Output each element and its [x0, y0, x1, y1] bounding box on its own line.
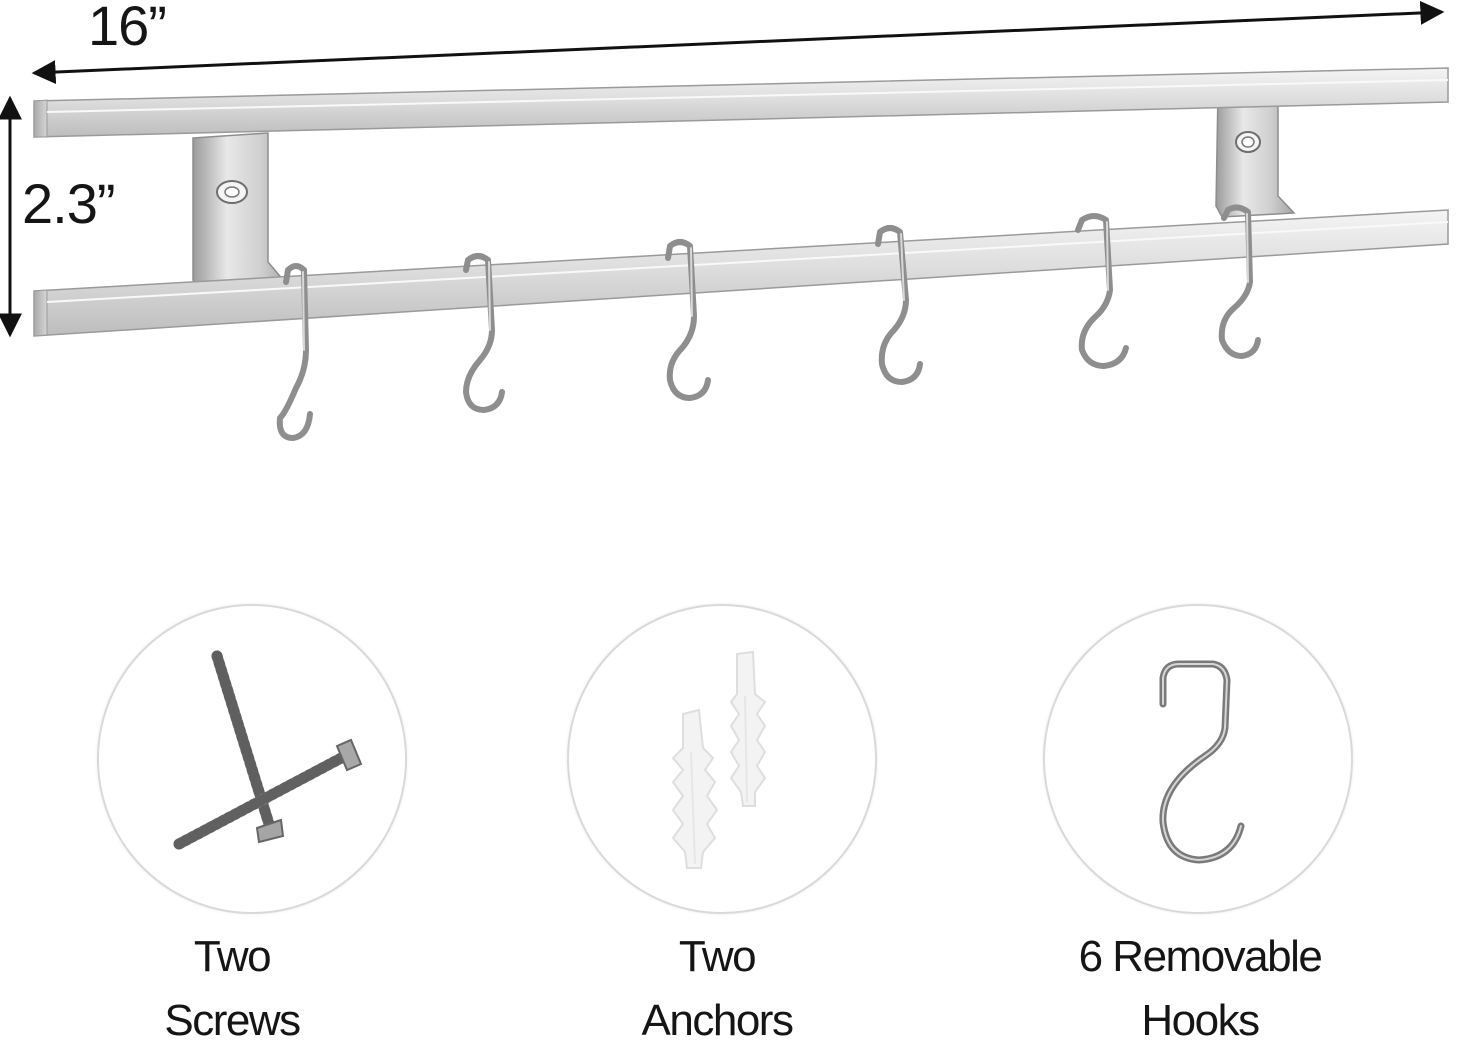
accessory-circle [567, 604, 877, 914]
anchors-icon [671, 650, 767, 869]
left-wall-bracket [192, 132, 292, 293]
caption-hooks: 6 Removable Hooks [990, 925, 1410, 1053]
caption-anchors: Two Anchors [507, 925, 927, 1053]
hook-1 [276, 263, 313, 441]
hook-5 [1075, 213, 1129, 369]
caption-line-1: Two [678, 932, 757, 981]
hook-4 [875, 225, 923, 385]
hook-2 [463, 253, 505, 413]
accessory-circle [97, 604, 407, 914]
caption-line-2: Hooks [1141, 996, 1260, 1045]
accessory-hooks [1043, 604, 1353, 914]
accessory-circle [1043, 604, 1353, 914]
right-wall-bracket [1215, 88, 1296, 218]
width-dimension-arrow [31, 0, 1445, 85]
caption-line-2: Anchors [641, 996, 794, 1045]
hooks-highlight [302, 213, 1249, 351]
caption-line-2: Screws [164, 996, 301, 1045]
accessory-anchors [567, 604, 877, 914]
s-hook-icon [1159, 660, 1245, 864]
hook-6 [1218, 204, 1261, 359]
screws-icon [173, 650, 363, 850]
hooks-group [276, 204, 1261, 441]
bottom-hook-bar [33, 209, 1449, 337]
caption-line-1: Two [193, 932, 272, 981]
top-magnetic-bar [33, 67, 1449, 138]
hook-3 [665, 239, 711, 401]
rack-illustration [0, 0, 1449, 441]
height-dimension-label: 2.3” [22, 172, 115, 235]
accessory-screws [97, 604, 407, 914]
caption-screws: Two Screws [22, 925, 442, 1053]
caption-line-1: 6 Removable [1078, 932, 1323, 981]
